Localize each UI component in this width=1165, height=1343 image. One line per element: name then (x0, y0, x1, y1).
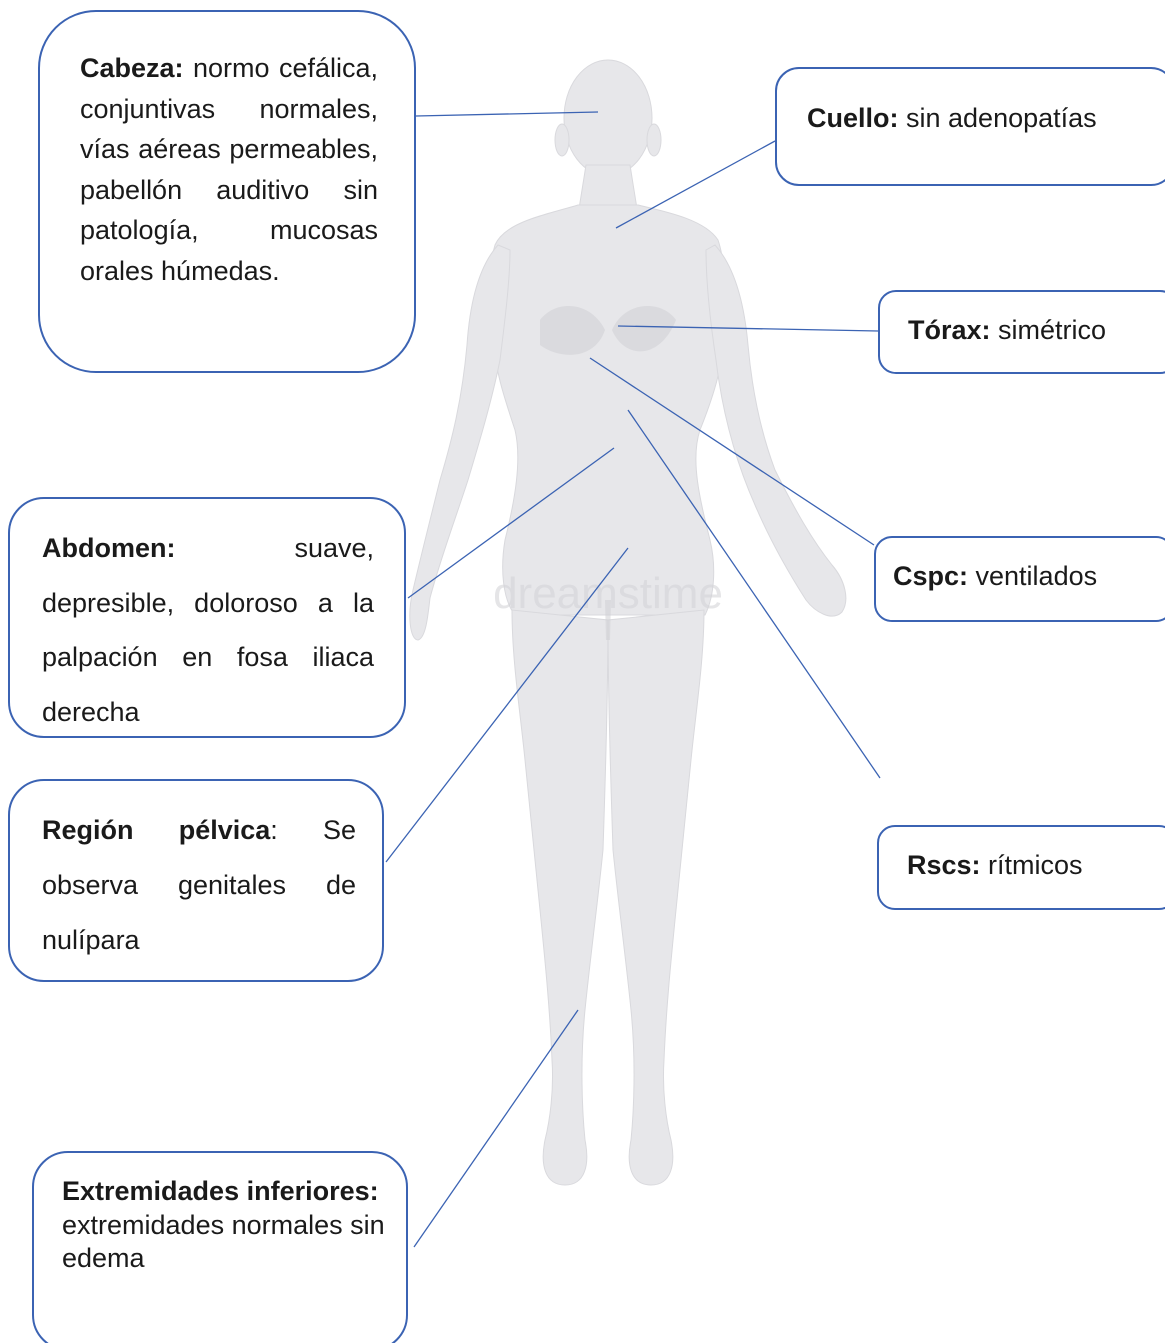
label-cabeza-term: Cabeza: (80, 53, 184, 83)
label-cabeza-text: normo cefálica, conjuntivas normales, ví… (80, 53, 378, 286)
label-cuello: Cuello: sin adenopatías (775, 67, 1165, 186)
label-cuello-text: sin adenopatías (899, 103, 1097, 133)
label-abdomen: Abdomen: suave, depresible, doloroso a l… (8, 497, 406, 738)
label-torax: Tórax: simétrico (878, 290, 1165, 374)
label-rscs-text: rítmicos (981, 850, 1083, 880)
label-extremidades-inferiores: Extremidades inferiores: extremidades no… (32, 1151, 408, 1343)
label-torax-text: simétrico (991, 315, 1107, 345)
label-cspc: Cspc: ventilados (874, 536, 1165, 622)
label-abdomen-term: Abdomen: (42, 533, 175, 563)
label-torax-term: Tórax: (908, 315, 991, 345)
label-cuello-term: Cuello: (807, 103, 899, 133)
watermark-text: dreamstime (493, 569, 723, 618)
label-cspc-text: ventilados (968, 561, 1097, 591)
label-cabeza: Cabeza: normo cefálica, conjuntivas norm… (38, 10, 416, 373)
label-rscs: Rscs: rítmicos (877, 825, 1165, 910)
label-pelvica-term: Región pélvica (42, 815, 270, 845)
label-extremidades-term: Extremidades inferiores: (62, 1176, 379, 1206)
label-extremidades-text: extremidades normales sin edema (62, 1210, 385, 1274)
label-region-pelvica: Región pélvica: Se observa genitales de … (8, 779, 384, 982)
label-rscs-term: Rscs: (907, 850, 981, 880)
label-cspc-term: Cspc: (893, 561, 968, 591)
